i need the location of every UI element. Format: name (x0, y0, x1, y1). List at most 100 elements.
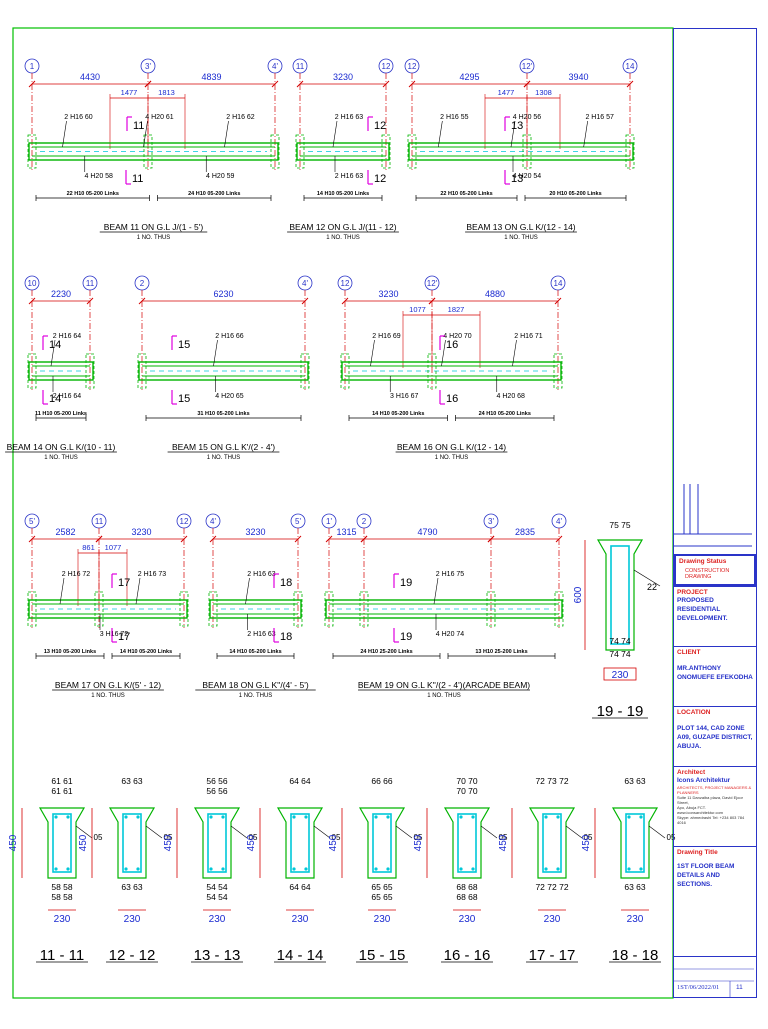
side-leader (648, 825, 666, 839)
section-side-label: 05 (94, 833, 103, 842)
leader-line (433, 577, 439, 605)
top-bar-label: 2 H16 72 (62, 571, 91, 578)
sub-dimension-text: 1477 (498, 88, 515, 97)
bottom-bar-label: 3 H16 67 (390, 393, 419, 400)
leader-line (59, 577, 65, 605)
bottom-bar-label: 3 H16 72 (100, 631, 129, 638)
sub-dimension-text: 1077 (105, 543, 122, 552)
sub-dimension-text: 1827 (448, 305, 465, 314)
top-bar-label: 2 H16 62 (226, 114, 255, 121)
section-height-text: 450 (581, 834, 592, 851)
section-outline (596, 539, 644, 651)
leader-line (224, 120, 229, 148)
drawing-status: Drawing Status CONSTRUCTION DRAWING (674, 554, 756, 586)
dimension-text: 2835 (515, 527, 535, 537)
section-bottom-bars: 58 58 (51, 892, 73, 902)
links-label: 14 H10 05-200 Links (372, 411, 424, 417)
side-leader (313, 825, 331, 839)
section-height-text: 450 (8, 834, 19, 851)
section-top-bars: 72 73 72 (535, 776, 568, 786)
section-width-text: 230 (124, 914, 141, 925)
grid-label: 12 (341, 279, 350, 288)
section-bar (627, 815, 631, 819)
column-outline (554, 591, 564, 627)
side-leader (633, 569, 661, 587)
beam-title: BEAM 14 ON G.L K/(10 - 11) (7, 442, 116, 452)
bottom-bar-label: 4 H20 68 (497, 393, 526, 400)
section-link (542, 813, 562, 873)
dimension-text: 3940 (568, 72, 588, 82)
section-label: 14 - 14 (277, 947, 324, 964)
section-bar (459, 867, 463, 871)
links-label: 24 H10 25-200 Links (360, 649, 412, 655)
grid-label: 3' (145, 62, 151, 71)
links-label: 22 H10 05-200 Links (440, 191, 492, 197)
section-bottom-bars: 63 63 (624, 882, 646, 892)
title-block: Drawing Status CONSTRUCTION DRAWING PROJ… (673, 28, 757, 998)
section-cut-label: 11 (132, 173, 143, 185)
section-label: 11 - 11 (40, 947, 84, 964)
architect-address-1: Suite 11 Danzaiba plaza, David Ejoor Str… (677, 795, 743, 805)
dimension-text: 1315 (336, 527, 356, 537)
side-leader (565, 825, 583, 839)
section-bar (209, 815, 213, 819)
section-bar (124, 867, 128, 871)
section-bar (386, 867, 390, 871)
grid-label: 10 (28, 279, 37, 288)
section-bar (639, 815, 643, 819)
grid-label: 1 (30, 62, 35, 71)
section-side-label: 05 (414, 833, 423, 842)
column-outline (94, 591, 104, 627)
column-outline (522, 134, 532, 169)
beam-quantity-note: 1 NO. THUS (504, 235, 538, 241)
dimension-tick (271, 80, 279, 88)
leader-line (512, 339, 517, 367)
title-block-revisions (674, 29, 756, 554)
section-cut-label: 17 (118, 631, 130, 643)
beam-outline (28, 361, 94, 381)
links-label: 31 H10 05-200 Links (197, 411, 249, 417)
section-height-text: 600 (573, 586, 584, 603)
section-bar (66, 867, 70, 871)
top-bar-label: 2 H16 57 (585, 114, 614, 121)
beam-outline (28, 599, 188, 619)
section-top-bars: 56 56 (206, 776, 228, 786)
section-label: 15 - 15 (359, 947, 406, 964)
client-section: CLIENT MR.ANTHONY ONOMUEFE EFEKODHA (674, 646, 756, 706)
section-link (610, 545, 630, 645)
links-label: 20 H10 05-200 Links (549, 191, 601, 197)
section-cut-label: 13 (511, 120, 523, 132)
section-width-text: 230 (292, 914, 309, 925)
beam-quantity-note: 1 NO. THUS (239, 693, 273, 699)
column-outline (427, 353, 437, 389)
column-outline (270, 134, 280, 169)
section-cut-label: 14 (49, 339, 61, 351)
section-side-label: 05 (499, 833, 508, 842)
leader-line (438, 120, 443, 148)
section-height-text: 450 (78, 834, 89, 851)
leader-line (441, 339, 446, 367)
beam-title: BEAM 17 ON G.L K/(5' - 12) (55, 680, 161, 690)
section-height-text: 450 (328, 834, 339, 851)
column-outline (486, 591, 496, 627)
dimension-text: 6230 (213, 289, 233, 299)
section-bar (544, 815, 548, 819)
section-bar (66, 815, 70, 819)
section-bottom-bars: 74 74 (609, 649, 631, 659)
leader-line (213, 339, 218, 367)
section-cut-label: 13 (511, 173, 523, 185)
dimension-tick (144, 80, 152, 88)
section-side-label: 05 (249, 833, 258, 842)
dimension-tick (138, 297, 146, 305)
grid-label: 2 (362, 517, 367, 526)
section-bar (556, 815, 560, 819)
section-bar (54, 815, 58, 819)
location-section: LOCATION PLOT 144, CAD ZONE A09, GUZAPE … (674, 706, 756, 766)
project-heading: PROJECT (677, 589, 708, 596)
beam-quantity-note: 1 NO. THUS (326, 235, 360, 241)
beam-quantity-note: 1 NO. THUS (427, 693, 461, 699)
